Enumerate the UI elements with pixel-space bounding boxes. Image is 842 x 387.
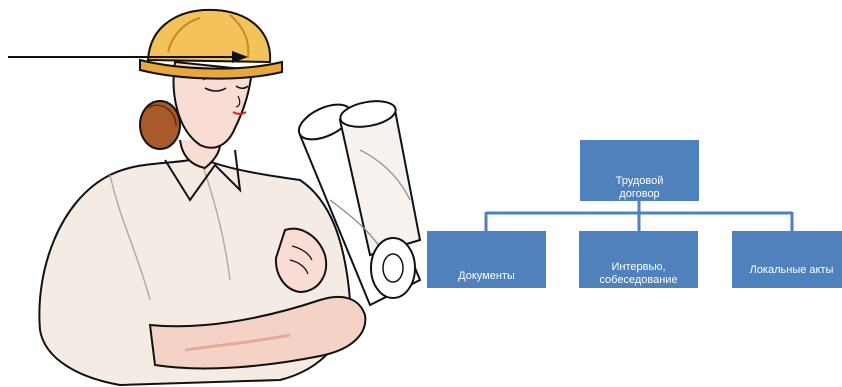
org-box-interview-label: Интервью, собеседование bbox=[583, 261, 694, 287]
org-box-local-acts-label: Локальные акты bbox=[736, 264, 842, 277]
org-box-interview: Интервью, собеседование bbox=[579, 231, 698, 288]
org-box-documents-label: Документы bbox=[431, 270, 542, 283]
org-box-local-acts: Локальные акты bbox=[732, 231, 842, 288]
org-box-root-label: Трудовой договор bbox=[584, 175, 695, 201]
connector-lines bbox=[486, 201, 792, 231]
org-box-documents: Документы bbox=[427, 231, 546, 288]
org-box-root: Трудовой договор bbox=[580, 140, 699, 201]
